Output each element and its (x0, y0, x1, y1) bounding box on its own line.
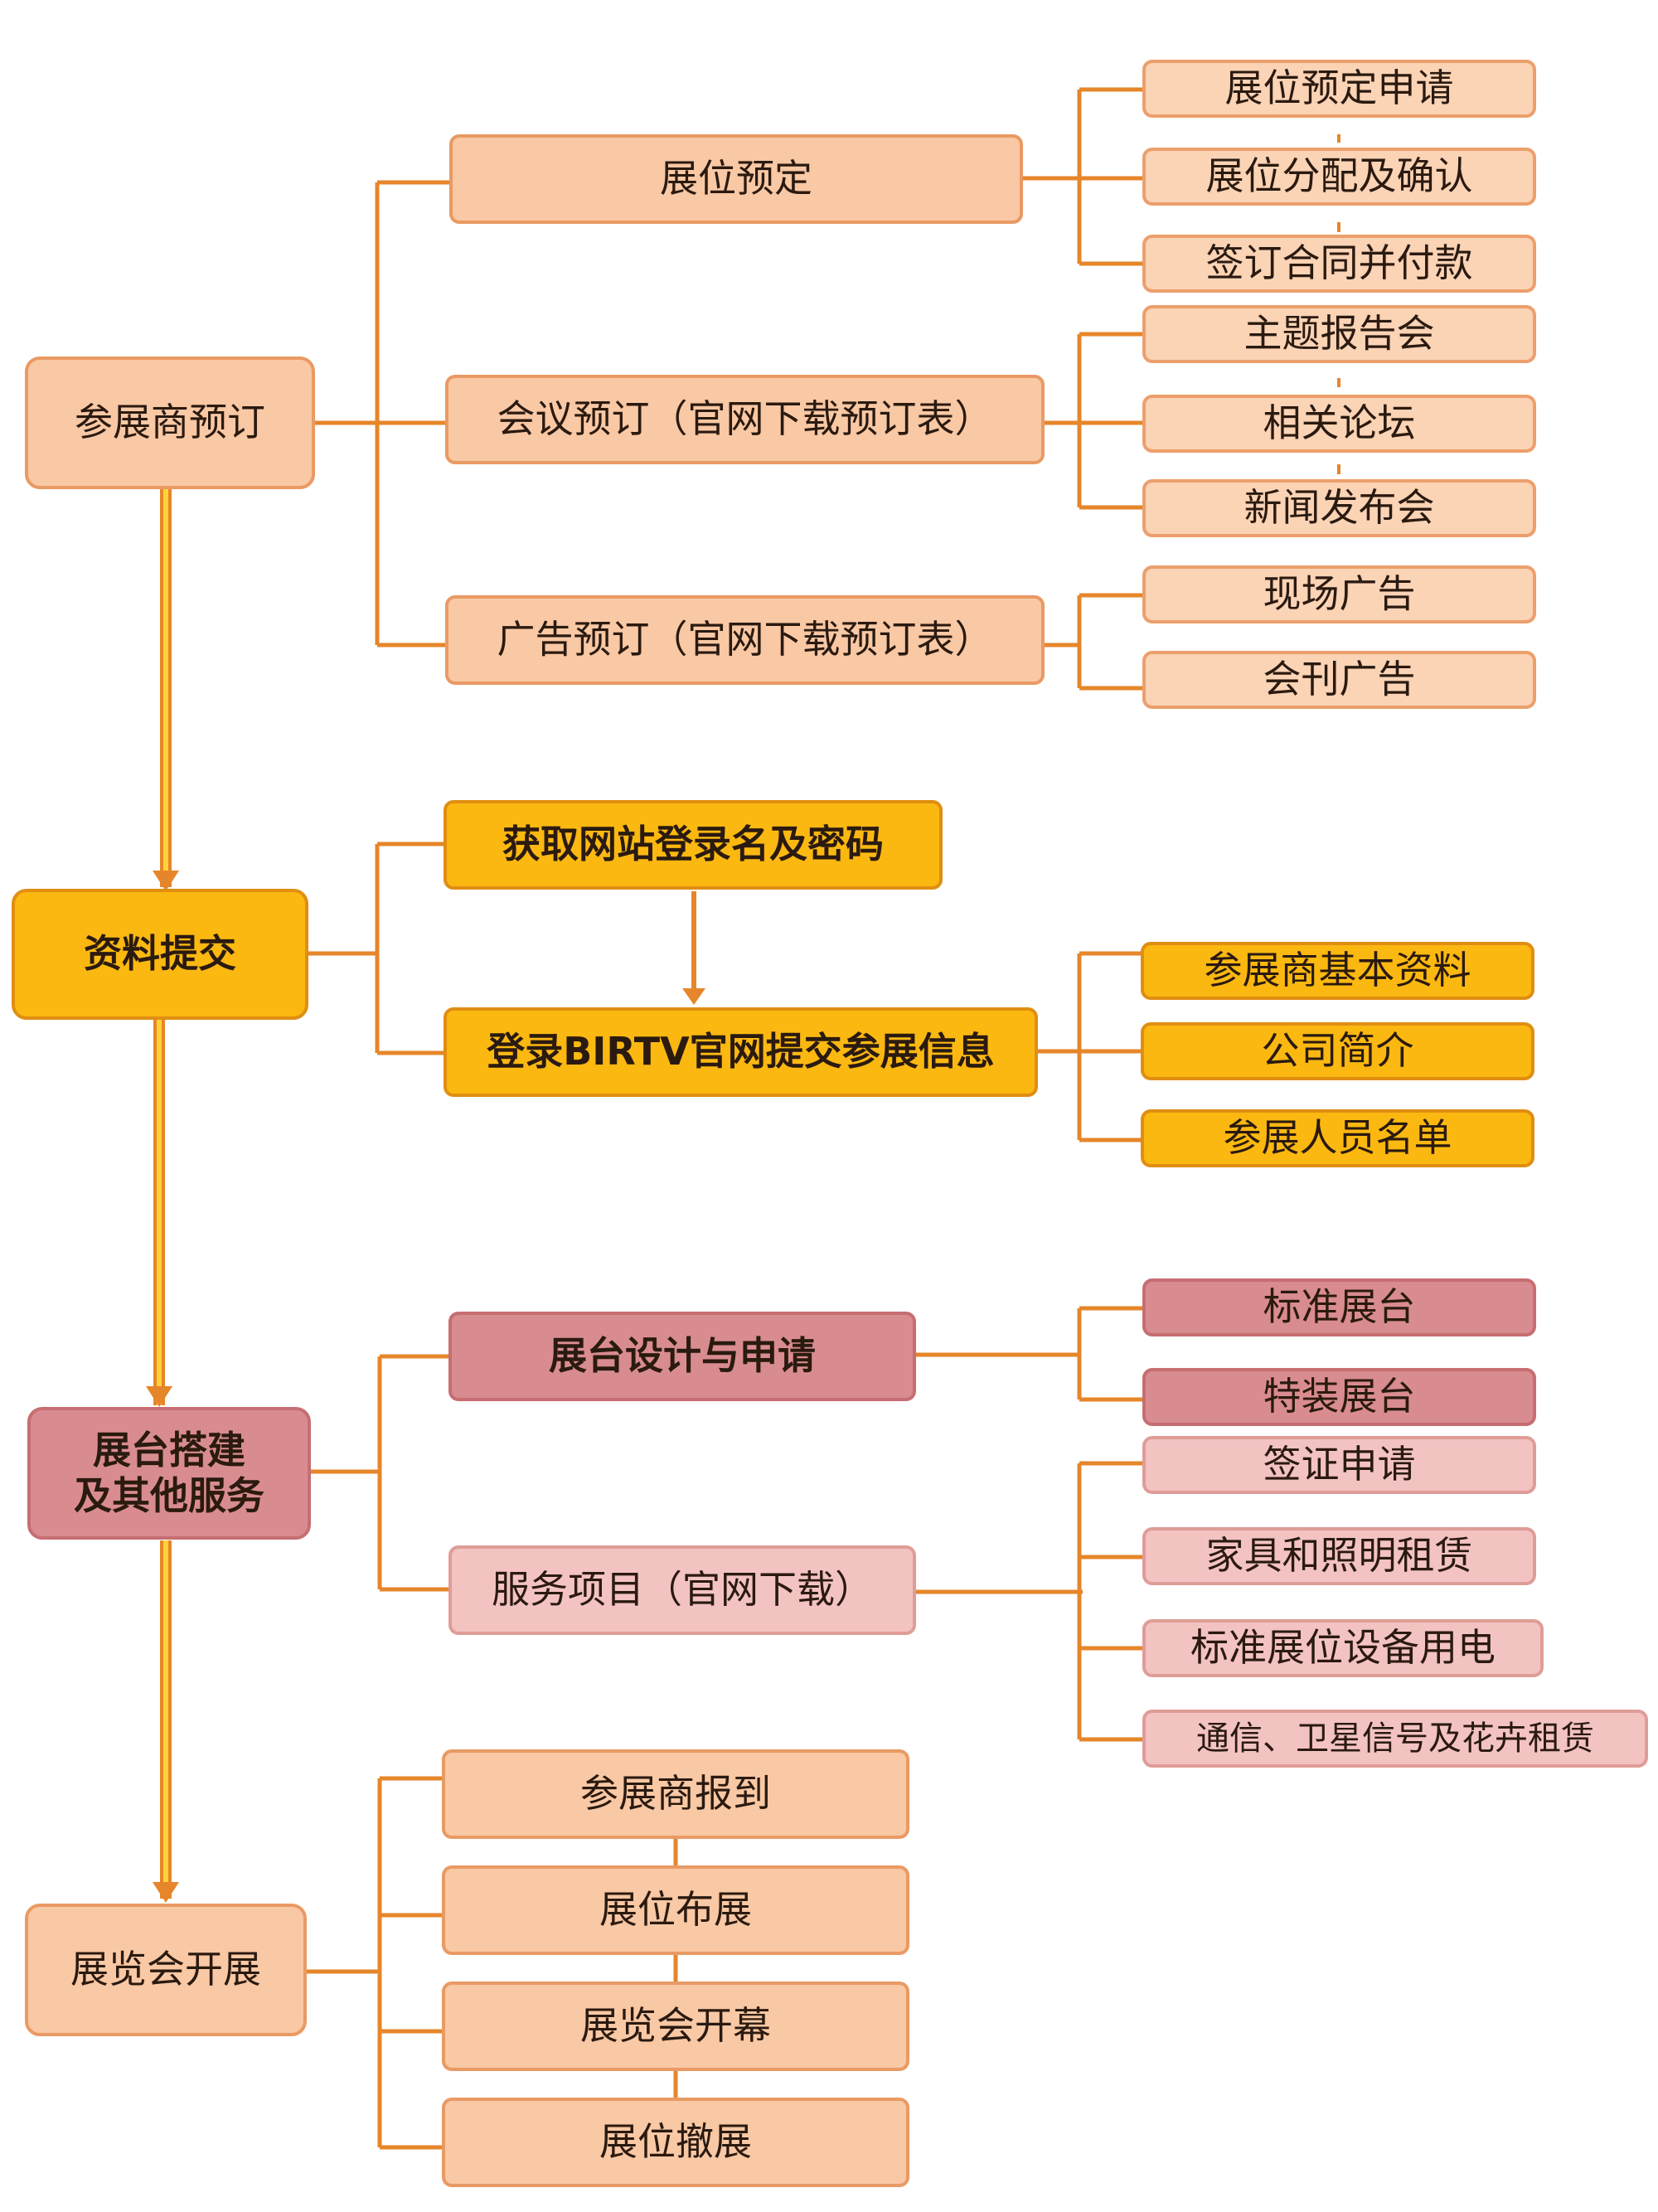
branch-submit-info: 登录BIRTV官网提交参展信息 (444, 1007, 1038, 1097)
stage-exhibitor-booking: 参展商预订 (25, 357, 315, 489)
stage-booth-construction-line2: 及其他服务 (74, 1473, 264, 1518)
main-flow-arrows (146, 489, 179, 1903)
step-booth-setup: 展位布展 (442, 1865, 909, 1955)
leaf-catalog-ad: 会刊广告 (1142, 651, 1536, 709)
leaf-forum: 相关论坛 (1142, 395, 1536, 453)
leaf-special-booth: 特装展台 (1142, 1368, 1536, 1426)
stage-exhibition-opening: 展览会开展 (25, 1904, 307, 2036)
leaf-onsite-ad: 现场广告 (1142, 565, 1536, 623)
leaf-company-profile: 公司简介 (1141, 1022, 1534, 1080)
step-exhibitor-checkin: 参展商报到 (442, 1749, 909, 1839)
branch-ad-booking: 广告预订（官网下载预订表） (445, 595, 1045, 685)
leaf-booth-power: 标准展位设备用电 (1142, 1619, 1544, 1677)
leaf-booth-allocation: 展位分配及确认 (1142, 148, 1536, 206)
stage-material-submission: 资料提交 (12, 889, 308, 1020)
stage-booth-construction-line1: 展台搭建 (93, 1427, 245, 1472)
stage-booth-construction: 展台搭建 及其他服务 (27, 1407, 311, 1540)
branch-meeting-booking: 会议预订（官网下载预订表） (445, 375, 1045, 464)
branch-get-login: 获取网站登录名及密码 (444, 800, 943, 890)
branch-booth-design: 展台设计与申请 (448, 1312, 916, 1401)
leaf-exhibitor-basics: 参展商基本资料 (1141, 942, 1534, 1000)
branch-booth-reservation: 展位预定 (449, 134, 1023, 224)
leaf-standard-booth: 标准展台 (1142, 1278, 1536, 1336)
leaf-telecom-satellite-flowers: 通信、卫星信号及花卉租赁 (1142, 1710, 1648, 1768)
leaf-staff-list: 参展人员名单 (1141, 1109, 1534, 1167)
leaf-keynote: 主题报告会 (1142, 305, 1536, 363)
leaf-contract-payment: 签订合同并付款 (1142, 235, 1536, 293)
branch-service-items: 服务项目（官网下载） (448, 1545, 916, 1635)
step-booth-teardown: 展位撤展 (442, 2098, 909, 2187)
leaf-furniture-lighting: 家具和照明租赁 (1142, 1527, 1536, 1585)
leaf-press-conference: 新闻发布会 (1142, 479, 1536, 537)
leaf-visa-application: 签证申请 (1142, 1436, 1536, 1494)
leaf-booth-application: 展位预定申请 (1142, 60, 1536, 118)
step-exhibition-opening: 展览会开幕 (442, 1982, 909, 2071)
